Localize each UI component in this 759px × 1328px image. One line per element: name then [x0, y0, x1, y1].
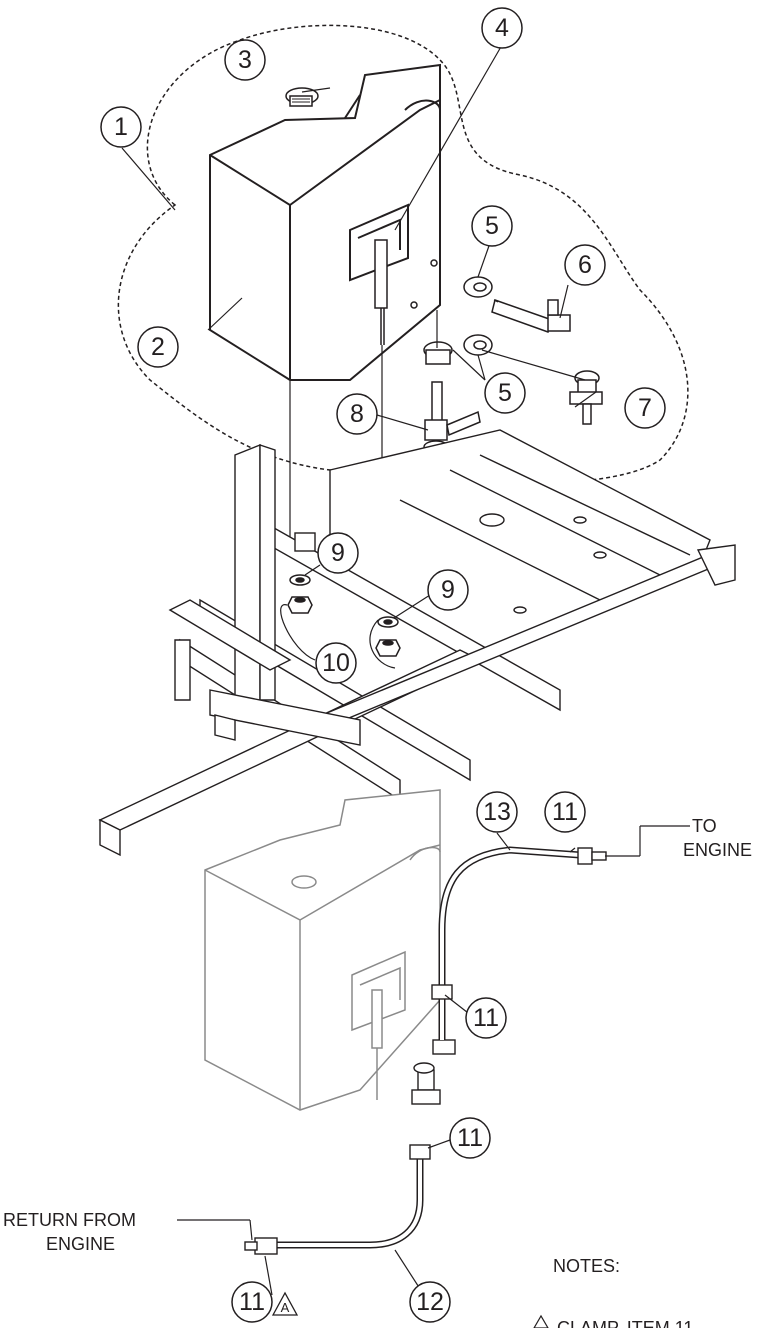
- callout-9-left: 9: [317, 532, 359, 574]
- callout-12: 12: [409, 1281, 451, 1323]
- svg-text:4: 4: [495, 14, 509, 42]
- gauge-rod: [374, 239, 388, 345]
- svg-text:10: 10: [322, 649, 350, 677]
- svg-text:12: 12: [416, 1288, 444, 1316]
- return-label-line1: RETURN FROM: [3, 1210, 136, 1230]
- svg-text:13: 13: [483, 798, 511, 826]
- callout-13: 13: [476, 791, 518, 833]
- svg-text:11: 11: [457, 1124, 483, 1152]
- callout-11-upper-clamp: 11: [465, 997, 507, 1039]
- hose-clamp-return: [254, 1237, 278, 1255]
- nut-right: [375, 639, 401, 657]
- callout-7: 7: [624, 387, 666, 429]
- callout-4: 4: [481, 7, 523, 49]
- svg-text:2: 2: [151, 333, 165, 361]
- elbow-fitting: [491, 299, 571, 333]
- hose-to-engine: [438, 846, 581, 1040]
- return-label-line2: ENGINE: [46, 1234, 115, 1254]
- callout-3: 3: [224, 39, 266, 81]
- hose-clamp-lower: [409, 1144, 431, 1160]
- svg-text:9: 9: [331, 539, 345, 567]
- to-engine-label-line1: TO: [692, 816, 717, 836]
- svg-text:A: A: [281, 1300, 290, 1315]
- fuel-tank-installed-view: [204, 789, 441, 1111]
- svg-text:9: 9: [441, 576, 455, 604]
- callout-6: 6: [564, 244, 606, 286]
- callout-11-lower-clamp: 11: [449, 1117, 491, 1159]
- fuel-tank: [209, 63, 441, 381]
- bushing-bottom: [423, 341, 453, 365]
- nut-left: [287, 596, 313, 614]
- mounting-frame: [98, 429, 736, 857]
- svg-text:8: 8: [350, 400, 364, 428]
- hose-return-from-engine: [260, 1150, 424, 1249]
- installed-fittings: [411, 1039, 456, 1105]
- note-flag-a: A: [271, 1291, 299, 1316]
- note-item-a: CLAMP, ITEM 11: [533, 1314, 693, 1328]
- svg-text:3: 3: [238, 46, 252, 74]
- callout-11-return-clamp: 11: [231, 1281, 273, 1323]
- to-engine-label-line2: ENGINE: [683, 840, 752, 860]
- svg-text:1: 1: [114, 113, 128, 141]
- svg-text:7: 7: [638, 394, 652, 422]
- bushing-upper: [463, 276, 493, 298]
- tee-fitting: [569, 370, 603, 425]
- washer-left: [289, 574, 311, 586]
- assembly-boundary: [117, 24, 689, 485]
- svg-text:11: 11: [239, 1288, 265, 1316]
- callout-5-upper: 5: [471, 205, 513, 247]
- svg-text:CLAMP, ITEM 11: CLAMP, ITEM 11: [557, 1318, 693, 1328]
- svg-text:5: 5: [485, 212, 499, 240]
- callout-leaders: [121, 44, 690, 1296]
- callout-8: 8: [336, 393, 378, 435]
- svg-text:11: 11: [473, 1004, 499, 1032]
- callout-2: 2: [137, 326, 179, 368]
- svg-text:5: 5: [498, 379, 512, 407]
- callout-9-right: 9: [427, 569, 469, 611]
- hose-clamp-upper: [431, 984, 453, 1000]
- notes-heading: NOTES:: [553, 1256, 620, 1276]
- callout-10: 10: [315, 642, 357, 684]
- callout-11-top: 11: [544, 791, 586, 833]
- svg-text:6: 6: [578, 251, 592, 279]
- svg-text:11: 11: [552, 798, 578, 826]
- callout-5-lower: 5: [484, 372, 526, 414]
- callout-1: 1: [100, 106, 142, 148]
- filler-cap: [285, 87, 319, 107]
- washer-right: [377, 616, 399, 628]
